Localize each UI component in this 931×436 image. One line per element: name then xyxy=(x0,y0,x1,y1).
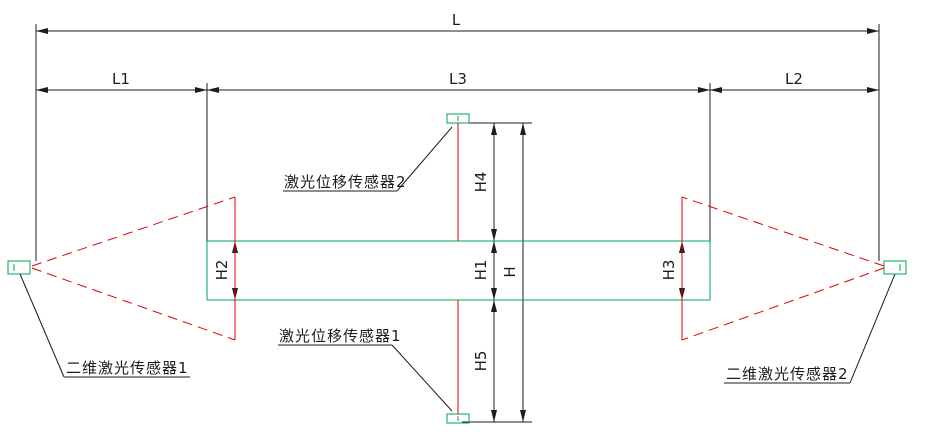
dim-label-H3: H3 xyxy=(660,260,678,281)
dim-label-H4: H4 xyxy=(472,172,490,193)
dim-label-H5: H5 xyxy=(472,351,490,372)
right-fan-upper-edge xyxy=(681,196,885,267)
left-2d-laser-sensor-head xyxy=(7,260,31,275)
dim-label-H1: H1 xyxy=(472,260,490,281)
callout-2d-laser-sensor-2: 二维激光传感器2 xyxy=(726,365,849,383)
callout-laser-displacement-sensor-2: 激光位移传感器2 xyxy=(284,173,407,191)
dim-label-H: H xyxy=(501,266,519,277)
callout-2d-laser-sensor-1: 二维激光传感器1 xyxy=(66,359,189,377)
dim-label-L1: L1 xyxy=(112,70,130,88)
left-fan-lower-edge xyxy=(31,267,236,341)
dim-label-L3: L3 xyxy=(449,70,467,88)
dim-label-L2: L2 xyxy=(785,70,803,88)
leader-line-laser-displacement-2 xyxy=(396,126,453,192)
right-fan-lower-edge xyxy=(681,267,885,341)
black-linework xyxy=(19,24,896,423)
leader-line-2d-laser-2 xyxy=(849,273,896,384)
dim-label-L: L xyxy=(452,11,461,29)
leader-line-laser-displacement-1 xyxy=(391,344,453,412)
left-fan-upper-edge xyxy=(31,196,236,267)
callout-laser-displacement-sensor-1: 激光位移传感器1 xyxy=(279,327,402,345)
leader-line-2d-laser-1 xyxy=(19,273,65,378)
diagram-text: L L1 L3 L2 H4 H1 H5 H H2 H3 激光位移传感器2 激光位… xyxy=(66,11,849,383)
right-2d-laser-sensor-head xyxy=(883,260,907,275)
dim-label-H2: H2 xyxy=(213,260,231,281)
laser-beams-red xyxy=(31,123,885,414)
